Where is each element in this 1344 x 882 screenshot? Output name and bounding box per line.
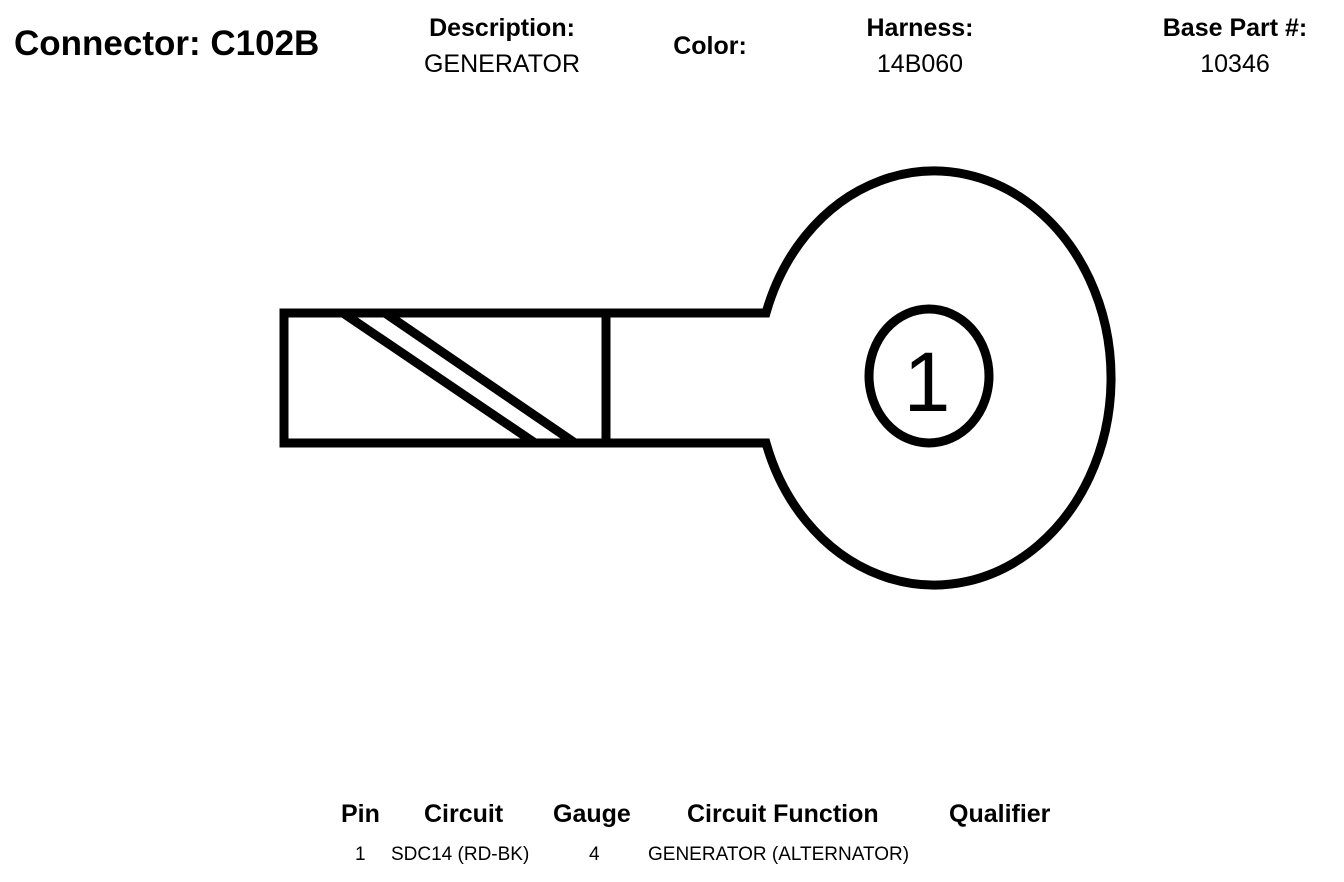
circuit-function-cell: GENERATOR (ALTERNATOR) <box>648 844 910 865</box>
connector-title: Connector: C102B <box>14 24 320 63</box>
base-part-field: Base Part #: 10346 <box>1120 12 1344 84</box>
pin-cell: 1 <box>355 844 366 865</box>
circuit-function-header: Circuit Function <box>687 800 879 828</box>
color-field: Color: <box>640 28 780 104</box>
harness-value: 14B060 <box>876 50 964 78</box>
pin-circle <box>864 304 994 448</box>
description-label: Description: <box>429 14 575 42</box>
pin-number-label: 1 <box>904 335 951 429</box>
base-part-label: Base Part #: <box>1162 14 1308 42</box>
description-field: Description: GENERATOR <box>382 12 622 84</box>
terminal-outline <box>279 166 1116 590</box>
harness-field: Harness: 14B060 <box>800 12 1040 84</box>
description-value: GENERATOR <box>423 50 581 78</box>
color-label: Color: <box>673 32 747 60</box>
pin-header: Pin <box>341 800 380 828</box>
circuit-header: Circuit <box>424 800 504 828</box>
qualifier-header: Qualifier <box>949 800 1051 828</box>
gauge-cell: 4 <box>589 844 600 865</box>
wire-stripe-a <box>340 309 538 447</box>
harness-label: Harness: <box>866 14 974 42</box>
base-part-value: 10346 <box>1200 50 1270 78</box>
circuit-cell: SDC14 (RD-BK) <box>391 844 530 865</box>
wire-stripe-b <box>382 309 578 447</box>
gauge-header: Gauge <box>553 800 631 828</box>
